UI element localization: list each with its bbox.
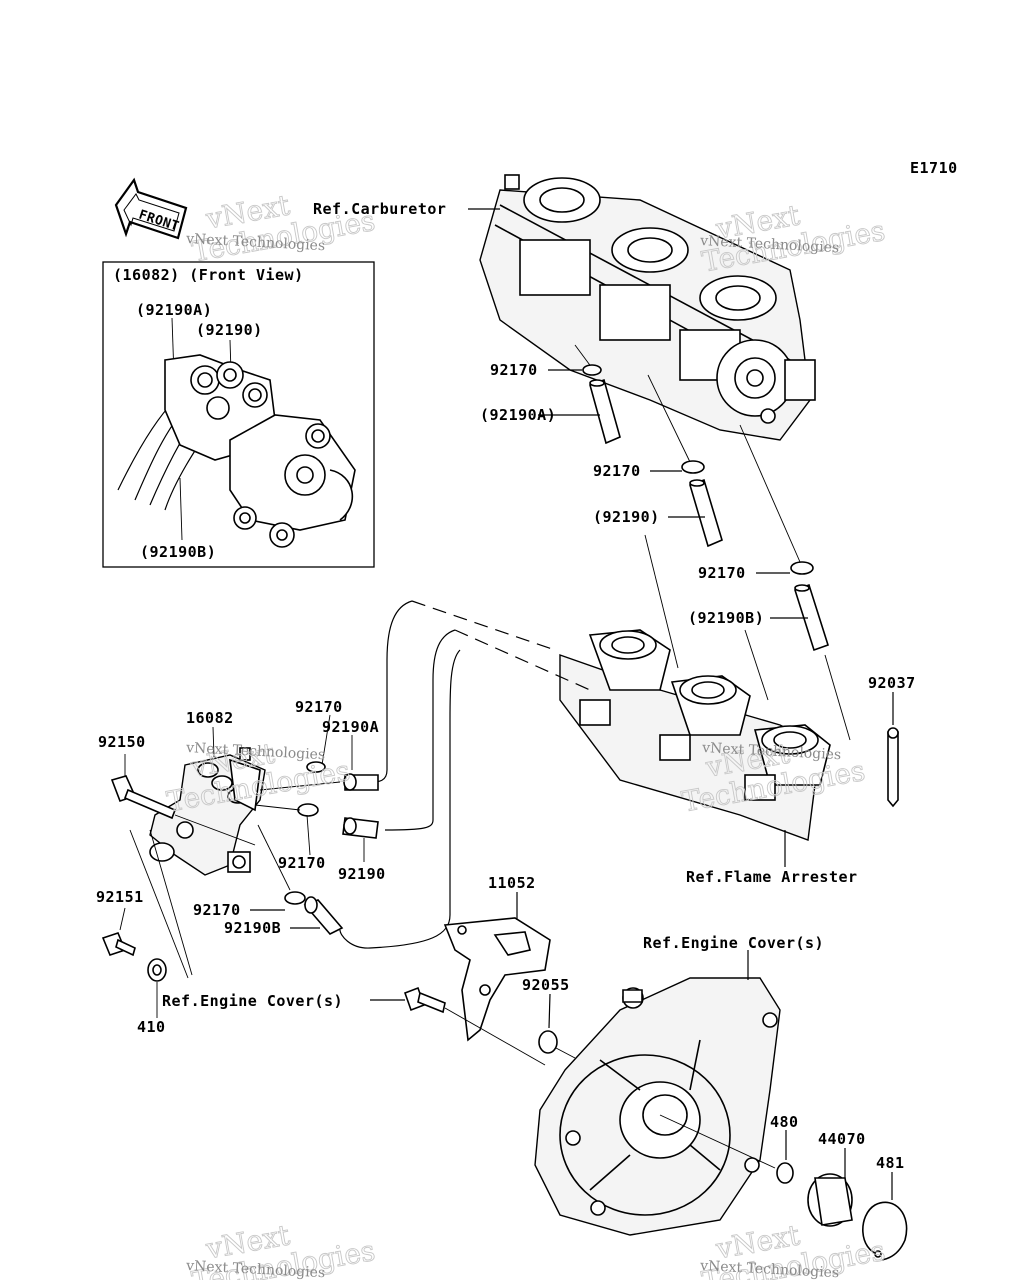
label-16082: 16082 — [186, 709, 234, 727]
label-92170-e: 92170 — [278, 854, 326, 872]
carburetor-assembly — [479, 174, 816, 441]
inset-label-92190a: (92190A) — [136, 301, 212, 319]
bolt-92150 — [110, 775, 177, 820]
label-92150: 92150 — [98, 733, 146, 751]
svg-text:vNext Technologies: vNext Technologies — [701, 740, 842, 763]
label-410: 410 — [137, 1018, 166, 1036]
front-view-inset: (16082) (Front View) (92190A) (92190) (9… — [102, 261, 375, 568]
svg-text:vNext Technologies: vNext Technologies — [699, 1258, 840, 1280]
label-92190-a: (92190) — [593, 508, 660, 526]
o-ring-92055 — [538, 1030, 558, 1054]
label-92170-f: 92170 — [193, 901, 241, 919]
ref-engine-cover-left: Ref.Engine Cover(s) — [162, 992, 343, 1010]
washer-410 — [147, 958, 167, 982]
ref-engine-cover-right: Ref.Engine Cover(s) — [643, 934, 824, 952]
engine-cover — [534, 977, 781, 1236]
label-92190a-b: 92190A — [322, 718, 379, 736]
inset-title: (16082) (Front View) — [113, 266, 304, 284]
label-92151: 92151 — [96, 888, 144, 906]
bracket-11052 — [443, 917, 551, 1042]
circlip-481 — [862, 1201, 908, 1261]
label-92190-b: 92190 — [338, 865, 386, 883]
label-92170-c: 92170 — [698, 564, 746, 582]
label-480: 480 — [770, 1113, 799, 1131]
svg-text:vNext Technologies: vNext Technologies — [699, 233, 840, 256]
flame-arrester — [559, 629, 831, 841]
inset-label-92190: (92190) — [196, 321, 263, 339]
label-92190b-b: 92190B — [224, 919, 281, 937]
label-92190a-a: (92190A) — [480, 406, 556, 424]
ring-480 — [776, 1162, 794, 1184]
svg-text:vNext Technologies: vNext Technologies — [185, 1258, 326, 1280]
label-44070: 44070 — [818, 1130, 866, 1148]
label-92055: 92055 — [522, 976, 570, 994]
ref-carburetor: Ref.Carburetor — [313, 200, 446, 218]
bolt-92151 — [101, 932, 136, 957]
label-92037: 92037 — [868, 674, 916, 692]
watermark: vNext Technologies vNext Technologies vN… — [164, 188, 888, 1280]
svg-text:vNext Technologies: vNext Technologies — [185, 740, 326, 763]
clamp-92037 — [887, 727, 899, 808]
ref-flame-arrester: Ref.Flame Arrester — [686, 868, 858, 886]
bearing-44070 — [807, 1173, 853, 1227]
label-92170-a: 92170 — [490, 361, 538, 379]
svg-text:vNext Technologies: vNext Technologies — [185, 231, 326, 254]
label-92170-d: 92170 — [295, 698, 343, 716]
label-11052: 11052 — [488, 874, 536, 892]
inset-label-92190b: (92190B) — [140, 543, 216, 561]
diagram-code: E1710 — [910, 159, 958, 177]
bolt-bracket — [403, 986, 446, 1014]
front-arrow-icon: FRONT — [114, 177, 188, 240]
label-92170-b: 92170 — [593, 462, 641, 480]
label-481: 481 — [876, 1154, 905, 1172]
label-92190b-a: (92190B) — [688, 609, 764, 627]
